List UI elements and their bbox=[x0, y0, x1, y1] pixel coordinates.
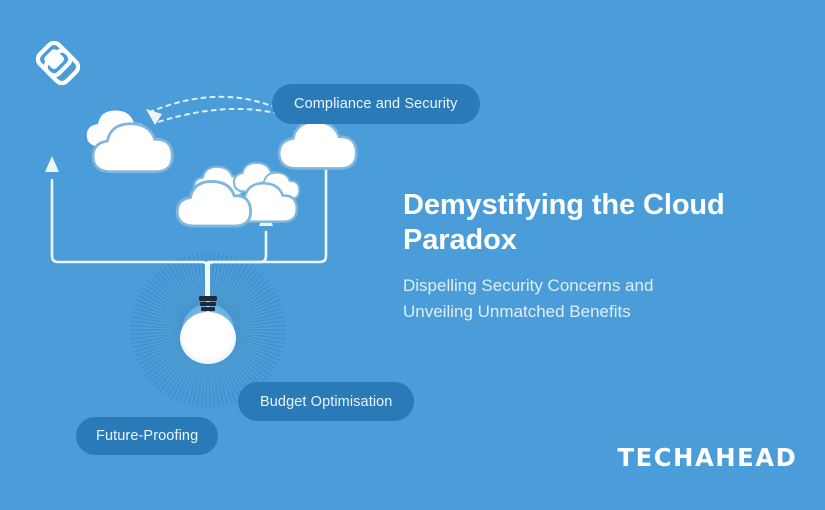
pill-future-label: Future-Proofing bbox=[96, 428, 199, 444]
cloud-cluster-center bbox=[175, 161, 301, 228]
pill-budget-label: Budget Optimisation bbox=[260, 393, 393, 410]
logo-diamonds-icon bbox=[35, 40, 81, 86]
dashed-arrowhead bbox=[146, 109, 162, 125]
heading-block: Demystifying the Cloud Paradox Dispellin… bbox=[403, 188, 763, 324]
page-title: Demystifying the Cloud Paradox bbox=[403, 189, 725, 257]
page-subtitle: Dispelling Security Concerns and Unveili… bbox=[403, 275, 654, 321]
techahead-logo-mark[interactable] bbox=[30, 35, 86, 91]
cloud-group-left bbox=[86, 110, 174, 174]
lightbulb-icon bbox=[180, 262, 236, 364]
pill-future-proofing[interactable]: Future-Proofing bbox=[76, 417, 219, 455]
pill-compliance-label: Compliance and Security bbox=[294, 96, 458, 112]
brand-wordmark: TECHAHEAD bbox=[617, 443, 797, 472]
pill-compliance-and-security[interactable]: Compliance and Security bbox=[272, 84, 480, 124]
pill-budget-optimisation[interactable]: Budget Optimisation bbox=[238, 382, 415, 421]
cloud-right bbox=[277, 120, 358, 170]
